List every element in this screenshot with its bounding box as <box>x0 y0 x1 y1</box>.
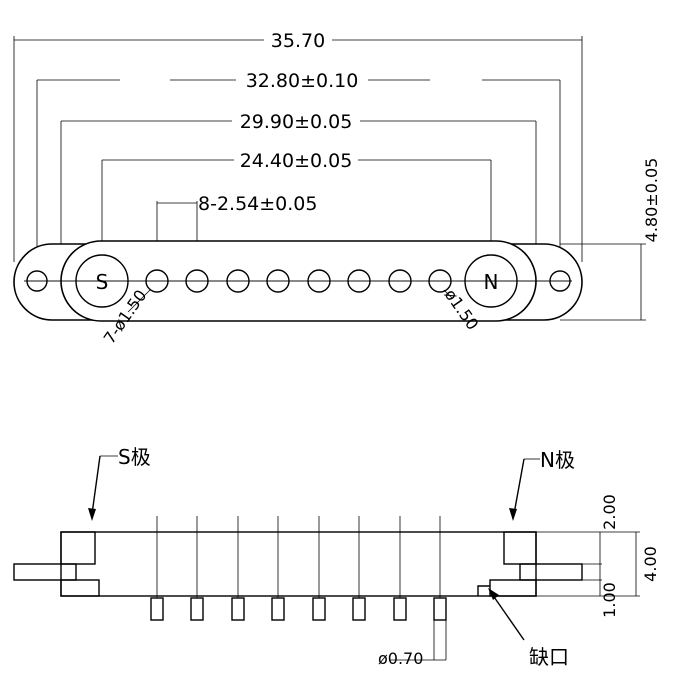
dim-height-text: 4.80±0.05 <box>642 158 661 243</box>
left-lower-block <box>60 579 100 597</box>
pole-n-text: N <box>484 270 499 294</box>
dim-overall-text: 35.70 <box>271 30 325 52</box>
pin-tail <box>231 597 245 621</box>
pins <box>150 516 447 621</box>
notch <box>477 585 490 596</box>
pin-tail <box>312 597 326 621</box>
right-flange <box>519 563 583 581</box>
n-pole-label: N极 <box>540 448 575 472</box>
right-lower-block <box>489 579 537 597</box>
right-magnet-block <box>503 531 537 565</box>
pole-s-text: S <box>96 270 109 294</box>
dim-pin-pitch-text: 8-2.54±0.05 <box>198 193 317 215</box>
dim-lower-text: 1.00 <box>600 582 619 618</box>
pin-tail <box>433 597 447 621</box>
top-view: 35.70 32.80±0.10 29.90±0.05 24.40±0.05 8… <box>13 30 661 347</box>
side-view: S极 N极 <box>13 445 660 669</box>
dim-upper-text: 2.00 <box>600 494 619 530</box>
dim-magnet-pitch-text: 29.90±0.05 <box>240 111 353 133</box>
left-flange <box>13 563 77 581</box>
pin-tail <box>393 597 407 621</box>
dim-pin-span-text: 24.40±0.05 <box>240 150 353 172</box>
side-body <box>60 531 537 597</box>
notch-label: 缺口 <box>529 645 569 669</box>
dim-outer-pitch-text: 32.80±0.10 <box>246 70 359 92</box>
pin-tail <box>150 597 164 621</box>
pin-tail <box>271 597 285 621</box>
pin-tail <box>190 597 204 621</box>
pin-tail <box>352 597 366 621</box>
s-pole-label: S极 <box>118 445 151 469</box>
pin-diameter-text: ø0.70 <box>378 649 423 668</box>
dim-total-text: 4.00 <box>641 546 660 582</box>
left-magnet-block <box>60 531 96 565</box>
